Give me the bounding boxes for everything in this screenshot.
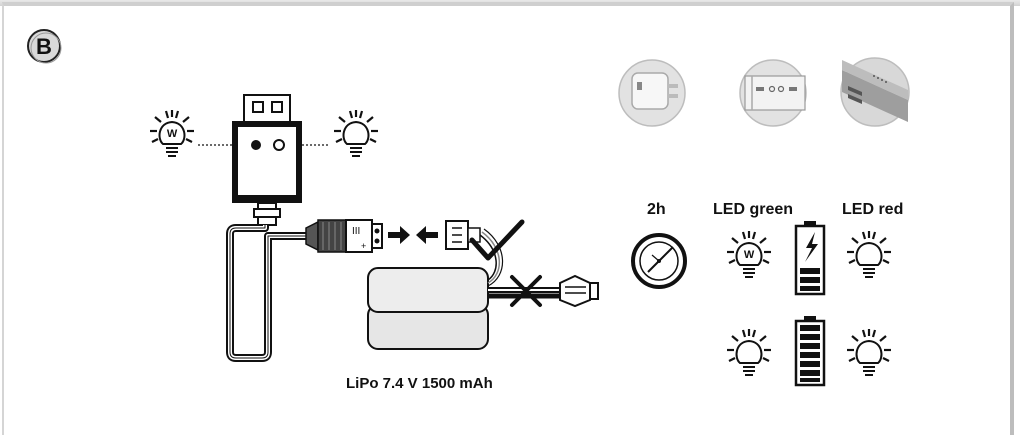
badge-icon: B: [27, 29, 62, 64]
arrow-left-icon: [416, 226, 438, 244]
power-bank-photo: [840, 57, 910, 127]
light-bulb-icon: [334, 110, 378, 156]
battery-label: LiPo 7.4 V 1500 mAh: [346, 375, 493, 392]
usb-wall-adapter-photo: [618, 59, 686, 127]
charge-time-label: 2h: [647, 201, 666, 218]
usb-charger: III +: [226, 94, 383, 362]
battery-full-icon: [794, 316, 826, 387]
checkmark-icon: [469, 219, 525, 261]
svg-text:W: W: [167, 128, 178, 140]
usb-port-device-photo: [739, 59, 807, 127]
svg-text:III: III: [352, 226, 360, 237]
light-bulb-icon: [727, 329, 771, 375]
arrow-right-icon: [388, 226, 410, 244]
light-bulb-w-icon: W: [727, 231, 771, 277]
badge-letter: B: [36, 34, 52, 59]
lipo-battery-pack: [367, 220, 599, 350]
led-green-label: LED green: [713, 201, 794, 218]
light-bulb-icon: [847, 231, 891, 277]
svg-text:W: W: [744, 249, 755, 261]
battery-charging-icon: [794, 221, 826, 296]
cross-icon: [510, 275, 542, 307]
light-bulb-w-icon: W: [150, 110, 194, 156]
light-bulb-icon: [847, 329, 891, 375]
led-red-label: LED red: [842, 201, 904, 218]
clock-icon: [631, 233, 687, 289]
svg-text:+: +: [361, 241, 366, 251]
